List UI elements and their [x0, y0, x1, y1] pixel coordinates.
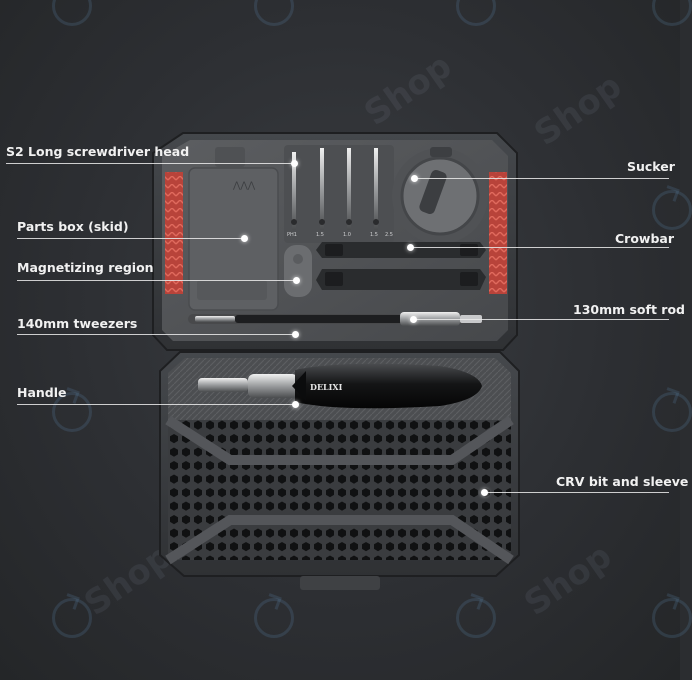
callout-dot	[292, 331, 299, 338]
label-crv-bits: CRV bit and sleeve	[556, 474, 689, 489]
leader-line	[17, 334, 295, 335]
callout-dot	[481, 489, 488, 496]
sucker	[392, 147, 488, 244]
leader-line	[17, 280, 295, 281]
watermark-icon	[652, 598, 692, 638]
label-tweezers: 140mm tweezers	[17, 316, 138, 331]
callout-dot	[241, 235, 248, 242]
svg-text:⋀⋀⋀: ⋀⋀⋀	[232, 181, 256, 191]
callout-dot	[410, 316, 417, 323]
label-handle: Handle	[17, 385, 67, 400]
callout-dot	[411, 175, 418, 182]
s2-bits	[284, 145, 394, 243]
watermark-icon	[254, 0, 294, 26]
bit-size-label: 1.5	[370, 232, 378, 238]
watermark-icon	[52, 392, 92, 432]
label-parts-box: Parts box (skid)	[17, 219, 129, 234]
bit-size-label: 2.5	[385, 232, 393, 238]
watermark-icon	[456, 598, 496, 638]
label-sucker: Sucker	[627, 159, 675, 174]
bit-size-label: 1.5	[316, 232, 324, 238]
watermark-icon	[652, 392, 692, 432]
bit-size-label: 1.0	[343, 232, 351, 238]
callout-dot	[292, 401, 299, 408]
magnetizing-slot	[284, 245, 312, 297]
red-grip-left	[165, 172, 183, 294]
label-s2-head: S2 Long screwdriver head	[6, 144, 190, 159]
watermark-icon	[52, 0, 92, 26]
label-soft-rod: 130mm soft rod	[573, 302, 685, 317]
red-grip-right	[489, 172, 507, 294]
callout-dot	[407, 244, 414, 251]
leader-line	[484, 492, 669, 493]
leader-line	[414, 178, 669, 179]
callout-dot	[291, 160, 298, 167]
leader-line	[410, 247, 669, 248]
brand-logo: DELIXI	[310, 382, 343, 392]
leader-line	[17, 238, 244, 239]
bit-size-label: PH1	[287, 232, 297, 238]
watermark-icon	[52, 598, 92, 638]
watermark-icon	[254, 598, 294, 638]
watermark-icon	[652, 190, 692, 230]
label-magnetizing: Magnetizing region	[17, 260, 154, 275]
watermark-icon	[456, 0, 496, 26]
screwdriver-handle	[198, 363, 482, 409]
callout-dot	[293, 277, 300, 284]
watermark-icon	[652, 0, 692, 26]
parts-box	[188, 167, 279, 311]
leader-line	[413, 319, 669, 320]
label-crowbar: Crowbar	[615, 231, 675, 246]
crowbars	[316, 242, 486, 290]
leader-line	[6, 163, 294, 164]
leader-line	[17, 404, 295, 405]
